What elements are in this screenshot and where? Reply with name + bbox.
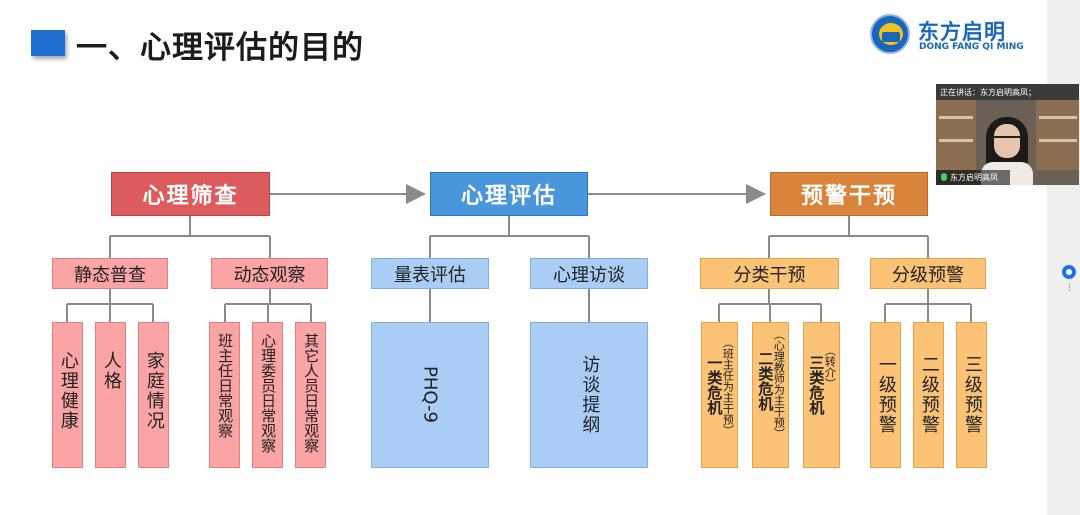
bookshelf-right <box>1036 100 1079 170</box>
shelf-board <box>1039 116 1077 119</box>
node-crisis-2-label: 二类危机 <box>756 351 775 411</box>
node-level-1-warning-label: 一级预警 <box>875 355 897 435</box>
node-phq9-label: PHQ-9 <box>419 366 441 424</box>
video-header <box>936 84 1079 100</box>
node-category-intervention: 分类干预 <box>700 258 839 289</box>
logo-icon <box>870 14 910 54</box>
node-crisis-3-note: （转介） <box>823 345 837 389</box>
node-psych-interview: 心理访谈 <box>530 258 648 289</box>
participant-name: 东方启明高凤 <box>950 173 998 182</box>
node-family-situation: 家庭情况 <box>138 322 169 468</box>
node-phq9: PHQ-9 <box>371 322 489 468</box>
name-tag-bg <box>936 170 1010 185</box>
slide-title: 一、心理评估的目的 <box>76 30 364 66</box>
shelf-board <box>939 116 973 119</box>
person-face <box>994 124 1020 158</box>
node-level-2-warning: 二级预警 <box>913 322 944 468</box>
node-crisis-3-label: 三类危机 <box>807 355 826 415</box>
node-graded-warning: 分级预警 <box>870 258 986 289</box>
logo-book <box>882 32 900 42</box>
connector-lines <box>66 184 972 322</box>
node-psych-screening: 心理筛查 <box>111 172 270 216</box>
node-crisis-1-label: 一类危机 <box>705 355 724 415</box>
node-family-situation-label: 家庭情况 <box>143 351 165 431</box>
bookshelf-left <box>936 100 976 170</box>
shelf-board <box>939 139 973 142</box>
node-level-1-warning: 一级预警 <box>870 322 901 468</box>
node-mental-health: 心理健康 <box>52 322 83 468</box>
node-committee-observation-label: 心理委员日常观察 <box>259 333 278 453</box>
node-scale-assessment: 量表评估 <box>371 258 489 289</box>
node-psych-assessment: 心理评估 <box>430 172 588 216</box>
node-interview-outline-label: 访谈提纲 <box>579 355 601 435</box>
node-interview-outline: 访谈提纲 <box>530 322 648 468</box>
title-marker <box>31 30 65 56</box>
mic-icon <box>941 173 947 181</box>
node-teacher-observation-label: 班主任日常观察 <box>216 333 235 438</box>
node-level-3-warning-label: 三级预警 <box>961 355 983 435</box>
node-static-survey: 静态普查 <box>52 258 168 289</box>
logo-text-cn: 东方启明 <box>918 20 1006 44</box>
node-crisis-1-note: （班主任为主干预） <box>721 337 735 436</box>
node-crisis-3: （转介） 三类危机 <box>803 322 840 468</box>
logo-text-en: DONG FANG QI MING <box>919 42 1024 52</box>
node-other-observation: 其它人员日常观察 <box>295 322 326 468</box>
node-dynamic-observation: 动态观察 <box>211 258 328 289</box>
node-committee-observation: 心理委员日常观察 <box>252 322 283 468</box>
node-teacher-observation: 班主任日常观察 <box>209 322 240 468</box>
right-sidebar <box>1047 0 1080 515</box>
speaking-label: 正在讲话：东方启明高凤； <box>940 88 1036 97</box>
node-personality: 人格 <box>95 322 126 468</box>
node-crisis-1: （班主任为主干预） 一类危机 <box>701 322 738 468</box>
node-crisis-2: （心理教师为主干预） 二类危机 <box>752 322 789 468</box>
node-level-3-warning: 三级预警 <box>956 322 987 468</box>
node-mental-health-label: 心理健康 <box>57 351 79 431</box>
chat-icon-dot <box>1066 269 1072 275</box>
node-personality-label: 人格 <box>100 351 122 391</box>
node-crisis-2-note: （心理教师为主干预） <box>772 329 786 439</box>
shelf-board <box>1039 139 1077 142</box>
node-warning-intervention: 预警干预 <box>770 172 928 216</box>
node-other-observation-label: 其它人员日常观察 <box>302 333 321 453</box>
person-glasses <box>994 136 1020 141</box>
more-icon[interactable]: ⋮ <box>1065 283 1074 293</box>
speaker-video[interactable]: 正在讲话：东方启明高凤； 东方启明高凤 <box>936 84 1079 185</box>
node-level-2-warning-label: 二级预警 <box>918 355 940 435</box>
